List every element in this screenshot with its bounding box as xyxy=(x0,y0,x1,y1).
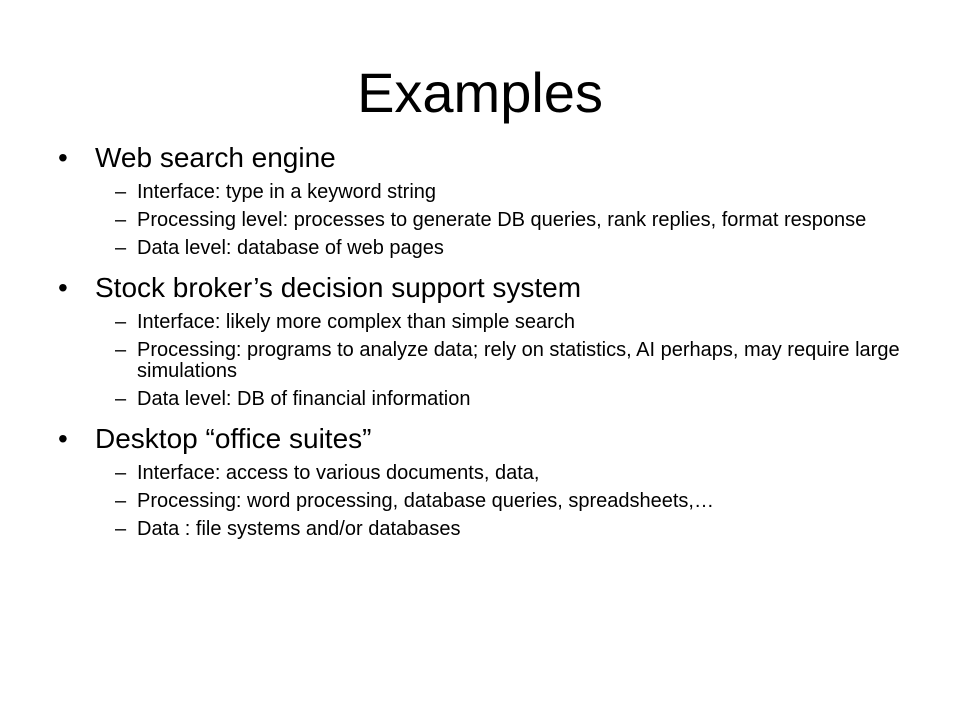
sub-bullet: – Data level: DB of financial informatio… xyxy=(58,389,928,410)
dash-marker: – xyxy=(115,518,127,540)
slide-title: Examples xyxy=(357,61,603,124)
sub-bullet-text: Interface: type in a keyword string xyxy=(137,181,437,203)
sub-bullet: – Interface: likely more complex than si… xyxy=(58,312,928,333)
sub-bullet-text: Processing: word processing, database qu… xyxy=(137,490,714,512)
bullet-marker: • xyxy=(58,423,68,454)
sub-bullet: – Processing: word processing, database … xyxy=(58,491,928,512)
dash-marker: – xyxy=(115,339,127,361)
sub-bullet-list: – Interface: likely more complex than si… xyxy=(58,312,928,410)
bullet-marker: • xyxy=(58,142,68,173)
sub-bullet-text: Data : file systems and/or databases xyxy=(137,518,461,540)
bullet-text: Stock broker’s decision support system xyxy=(95,272,582,303)
sub-bullet-text: Interface: access to various documents, … xyxy=(137,462,540,484)
dash-marker: – xyxy=(115,209,127,231)
dash-marker: – xyxy=(115,311,127,333)
dash-marker: – xyxy=(115,490,127,512)
sub-bullet: – Interface: access to various documents… xyxy=(58,463,928,484)
bullet-stock-broker-system: • Stock broker’s decision support system xyxy=(58,271,928,305)
bullet-text: Web search engine xyxy=(95,142,336,173)
sub-bullet-text: Interface: likely more complex than simp… xyxy=(137,311,575,333)
dash-marker: – xyxy=(115,181,127,203)
sub-bullet-list: – Interface: type in a keyword string – … xyxy=(58,182,928,259)
bullet-text: Desktop “office suites” xyxy=(95,423,372,454)
bullet-web-search-engine: • Web search engine xyxy=(58,141,928,175)
sub-bullet: – Data level: database of web pages xyxy=(58,238,928,259)
dash-marker: – xyxy=(115,237,127,259)
sub-bullet-text: Data level: database of web pages xyxy=(137,237,444,259)
sub-bullet: – Processing: programs to analyze data; … xyxy=(58,340,928,382)
bullet-marker: • xyxy=(58,272,68,303)
bullet-list: • Web search engine – Interface: type in… xyxy=(58,141,928,540)
sub-bullet: – Processing level: processes to generat… xyxy=(58,210,928,231)
sub-bullet-text: Processing level: processes to generate … xyxy=(137,209,867,231)
sub-bullet-text: Processing: programs to analyze data; re… xyxy=(137,339,900,382)
sub-bullet-list: – Interface: access to various documents… xyxy=(58,463,928,540)
sub-bullet: – Interface: type in a keyword string xyxy=(58,182,928,203)
dash-marker: – xyxy=(115,388,127,410)
bullet-desktop-office-suites: • Desktop “office suites” xyxy=(58,422,928,456)
dash-marker: – xyxy=(115,462,127,484)
sub-bullet-text: Data level: DB of financial information xyxy=(137,388,471,410)
sub-bullet: – Data : file systems and/or databases xyxy=(58,519,928,540)
